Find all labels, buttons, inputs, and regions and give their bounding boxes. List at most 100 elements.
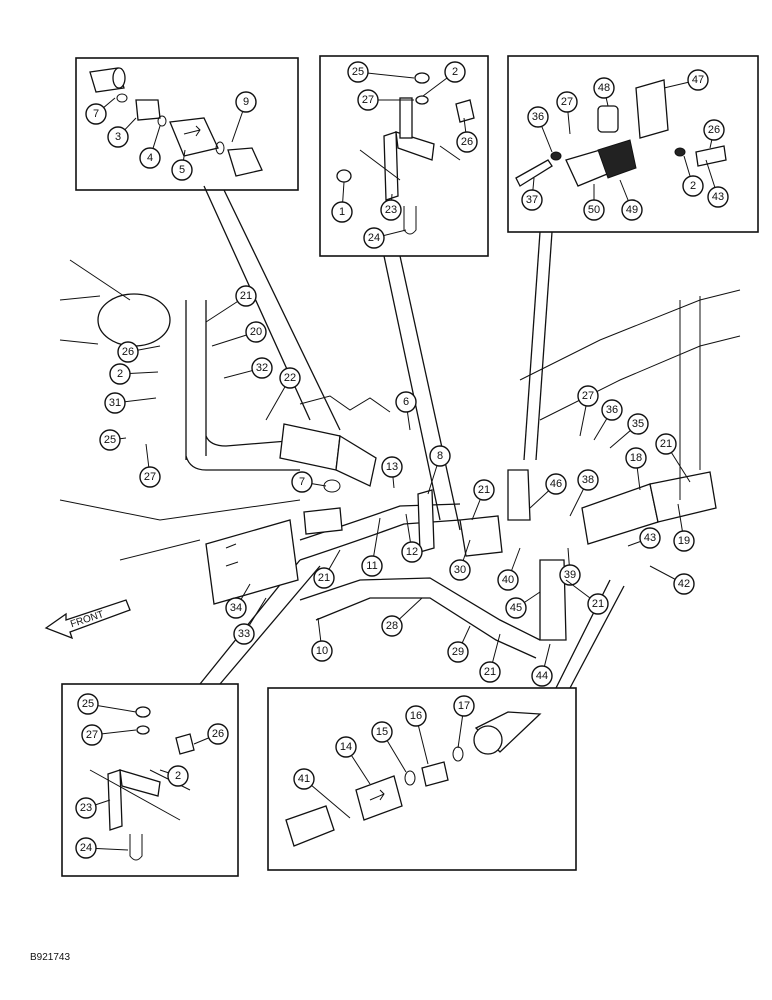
callout-circle xyxy=(583,199,605,221)
callout-number: 13 xyxy=(386,461,398,473)
callout-circle xyxy=(380,199,402,221)
callout-circle xyxy=(207,723,229,745)
callout-circle xyxy=(655,433,677,455)
callout-12: 12 xyxy=(401,513,423,563)
callout-number: 27 xyxy=(86,729,98,741)
callout-number: 27 xyxy=(144,471,156,483)
callout-number: 43 xyxy=(712,191,724,203)
callout-number: 23 xyxy=(80,802,92,814)
callout-circle xyxy=(235,285,257,307)
callout-26: 26 xyxy=(456,117,478,153)
callout-21: 21 xyxy=(479,633,501,683)
callout-number: 10 xyxy=(316,645,328,657)
callout-circle xyxy=(505,597,527,619)
callout-number: 25 xyxy=(352,66,364,78)
callout-circle xyxy=(401,541,423,563)
callout-circle xyxy=(527,106,549,128)
callout-number: 12 xyxy=(406,546,418,558)
callout-2: 2 xyxy=(109,363,159,385)
callout-number: 2 xyxy=(175,770,181,782)
callout-circle xyxy=(444,61,466,83)
callout-27: 27 xyxy=(139,443,161,488)
callout-circle xyxy=(371,721,393,743)
callout-circle xyxy=(545,473,567,495)
callout-43: 43 xyxy=(705,159,729,208)
callout-circle xyxy=(331,201,353,223)
callout-number: 35 xyxy=(632,418,644,430)
callout-15: 15 xyxy=(371,721,407,773)
callout-48: 48 xyxy=(593,77,615,107)
callout-18: 18 xyxy=(625,447,647,491)
callout-number: 40 xyxy=(502,574,514,586)
callout-number: 17 xyxy=(458,700,470,712)
callout-number: 7 xyxy=(93,108,99,120)
callout-36: 36 xyxy=(527,106,553,153)
callout-number: 20 xyxy=(250,326,262,338)
callout-21: 21 xyxy=(565,579,609,615)
callout-number: 8 xyxy=(437,450,443,462)
callout-circle xyxy=(361,555,383,577)
callout-32: 32 xyxy=(223,357,273,379)
callout-number: 1 xyxy=(339,206,345,218)
callout-11: 11 xyxy=(361,517,383,577)
callout-2: 2 xyxy=(422,61,466,97)
callout-number: 41 xyxy=(298,773,310,785)
callout-number: 30 xyxy=(454,564,466,576)
callout-number: 25 xyxy=(104,434,116,446)
callout-5: 5 xyxy=(171,149,193,181)
callout-13: 13 xyxy=(381,456,403,489)
callout-number: 21 xyxy=(592,598,604,610)
callout-circle xyxy=(139,147,161,169)
callout-29: 29 xyxy=(447,625,471,663)
callout-number: 24 xyxy=(368,232,380,244)
callout-circle xyxy=(117,341,139,363)
callout-circle xyxy=(85,103,107,125)
callout-circle xyxy=(291,471,313,493)
detail-box-clamp-bracket-top xyxy=(319,55,489,531)
callout-27: 27 xyxy=(357,89,414,111)
callout-27: 27 xyxy=(577,385,599,437)
callout-6: 6 xyxy=(395,391,417,431)
callout-number: 4 xyxy=(147,152,153,164)
callout-circle xyxy=(627,413,649,435)
callout-circle xyxy=(556,91,578,113)
callout-circle xyxy=(673,573,695,595)
callout-number: 29 xyxy=(452,646,464,658)
callout-16: 16 xyxy=(405,705,429,765)
callout-number: 21 xyxy=(478,484,490,496)
callout-39: 39 xyxy=(559,547,581,586)
front-label: FRONT xyxy=(69,609,105,630)
callout-circle xyxy=(107,126,129,148)
callout-circle xyxy=(687,69,709,91)
callout-circle xyxy=(139,466,161,488)
callout-number: 34 xyxy=(230,602,242,614)
callout-41: 41 xyxy=(293,768,351,819)
callout-14: 14 xyxy=(335,736,371,785)
callout-circle xyxy=(347,61,369,83)
callout-number: 26 xyxy=(122,346,134,358)
callout-number: 43 xyxy=(644,532,656,544)
callout-circle xyxy=(577,469,599,491)
callout-circle xyxy=(707,186,729,208)
callout-24: 24 xyxy=(75,837,129,859)
callout-circle xyxy=(363,227,385,249)
drawing-id: B921743 xyxy=(30,952,70,963)
callout-number: 23 xyxy=(385,204,397,216)
callout-27: 27 xyxy=(556,91,578,135)
callout-number: 21 xyxy=(484,666,496,678)
callout-circle xyxy=(293,768,315,790)
callout-circle xyxy=(75,837,97,859)
callout-circle xyxy=(453,695,475,717)
callout-circle xyxy=(109,363,131,385)
callout-number: 50 xyxy=(588,204,600,216)
callout-40: 40 xyxy=(497,547,521,591)
callout-23: 23 xyxy=(75,797,111,819)
callout-47: 47 xyxy=(663,69,709,91)
callout-circle xyxy=(497,569,519,591)
callout-circle xyxy=(381,456,403,478)
callout-number: 3 xyxy=(115,131,121,143)
callout-7: 7 xyxy=(291,471,327,493)
callout-number: 26 xyxy=(708,124,720,136)
callout-circle xyxy=(587,593,609,615)
